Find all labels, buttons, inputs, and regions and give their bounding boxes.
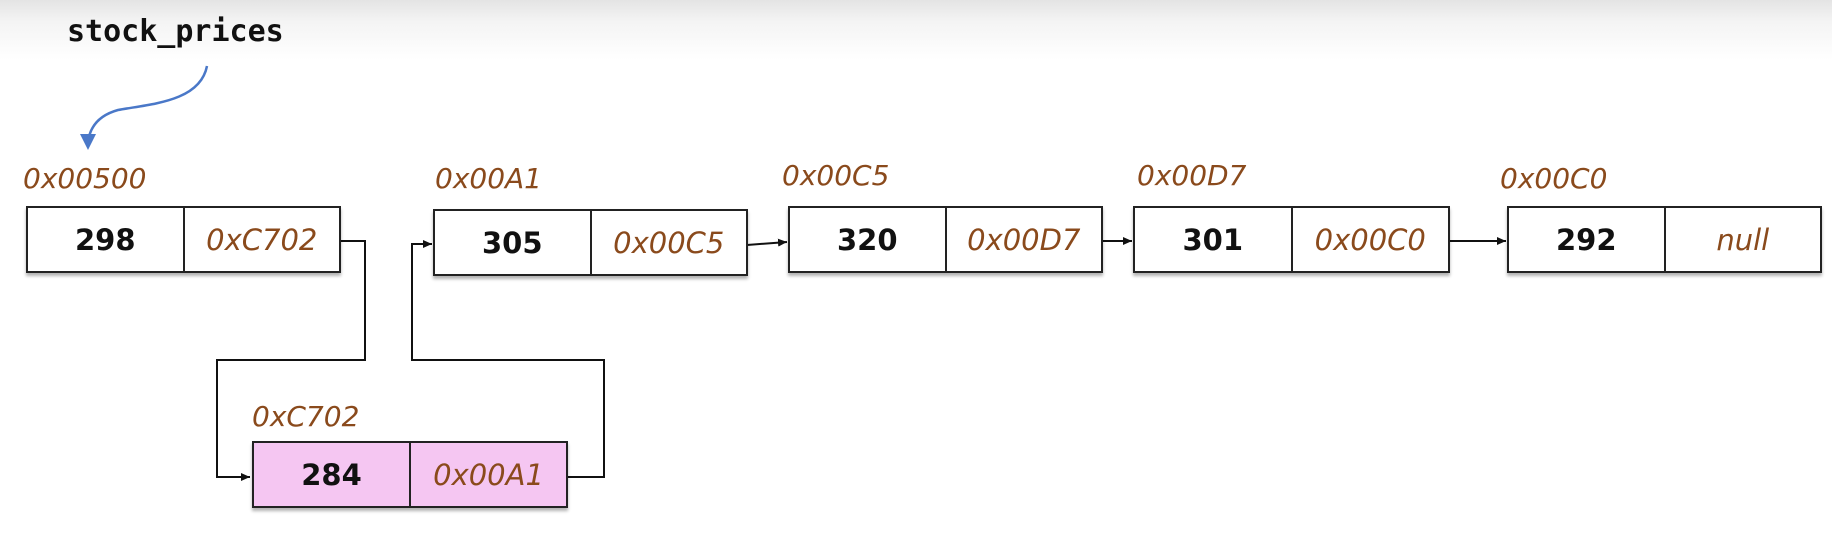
node-address-label: 0x00500 [23, 162, 147, 195]
variable-name-label: stock_prices [67, 14, 284, 49]
linked-list-node: 305 0x00C5 [433, 209, 748, 276]
node-value: 298 [28, 208, 185, 271]
node-value: 292 [1509, 208, 1666, 271]
node-next-pointer: 0x00C5 [613, 225, 725, 260]
inserted-node: 284 0x00A1 [252, 441, 568, 508]
node-next-pointer: 0xC702 [206, 222, 318, 257]
node-value: 284 [254, 443, 411, 506]
node-address-label: 0x00C0 [1500, 162, 1608, 195]
variable-pointer-arrow [86, 65, 209, 143]
linked-list-node: 301 0x00C0 [1133, 206, 1450, 273]
variable-pointer-arrowhead [80, 134, 96, 150]
node-value: 320 [790, 208, 947, 271]
node-value: 301 [1135, 208, 1293, 271]
node-next-pointer: null [1716, 222, 1770, 257]
node-address-label: 0xC702 [252, 400, 360, 433]
node-address-label: 0x00C5 [782, 159, 890, 192]
linked-list-node: 292 null [1507, 206, 1822, 273]
node-address-label: 0x00D7 [1137, 159, 1247, 192]
link-298-to-284 [216, 240, 366, 481]
node-next-pointer: 0x00D7 [967, 222, 1081, 257]
node-value: 305 [435, 211, 592, 274]
node-address-label: 0x00A1 [435, 162, 542, 195]
node-next-pointer: 0x00C0 [1314, 222, 1426, 257]
linked-list-node: 320 0x00D7 [788, 206, 1103, 273]
link-305-to-320 [746, 238, 788, 247]
linked-list-node: 298 0xC702 [26, 206, 341, 273]
node-next-pointer: 0x00A1 [433, 457, 544, 492]
link-284-to-305 [411, 240, 605, 478]
